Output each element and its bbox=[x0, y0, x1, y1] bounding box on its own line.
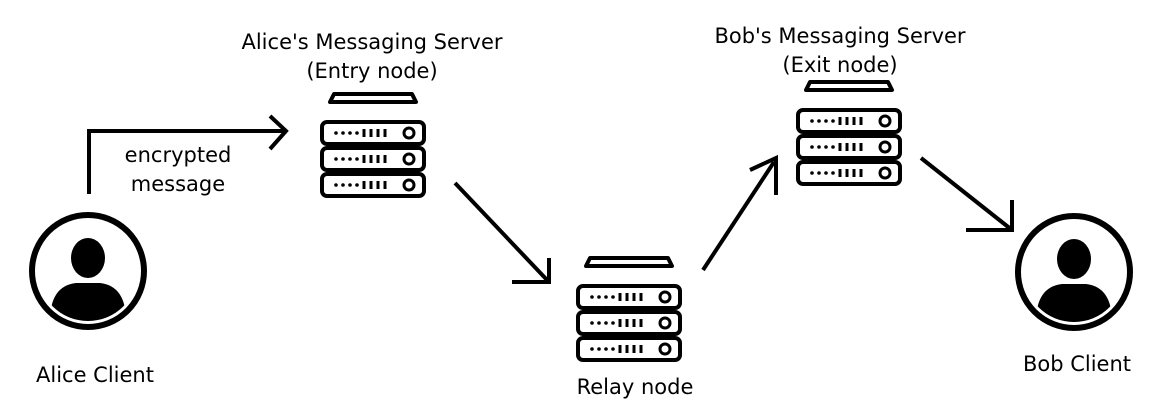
edge-label-encrypted: encrypted bbox=[124, 143, 232, 167]
bob-server-title: Bob's Messaging Server bbox=[714, 24, 966, 48]
bob-server-icon bbox=[798, 82, 900, 184]
edge-label-message: message bbox=[130, 172, 226, 196]
relay-server-icon bbox=[578, 258, 680, 360]
alice-server-subtitle: (Entry node) bbox=[306, 59, 438, 83]
alice-client-label: Alice Client bbox=[36, 363, 154, 387]
relay-node-label: Relay node bbox=[576, 375, 694, 399]
alice-client-avatar-icon bbox=[32, 215, 144, 327]
bob-server-subtitle: (Exit node) bbox=[782, 53, 898, 77]
alice-server-icon bbox=[322, 94, 424, 196]
arrow-entry-to-relay bbox=[453, 181, 551, 284]
bob-client-avatar-icon bbox=[1018, 216, 1130, 328]
arrow-alice-client-to-entry bbox=[87, 114, 289, 194]
alice-server-title: Alice's Messaging Server bbox=[241, 30, 503, 54]
arrow-relay-to-exit bbox=[701, 154, 778, 272]
bob-client-label: Bob Client bbox=[1022, 352, 1132, 376]
arrow-exit-to-bob-client bbox=[919, 156, 1014, 232]
